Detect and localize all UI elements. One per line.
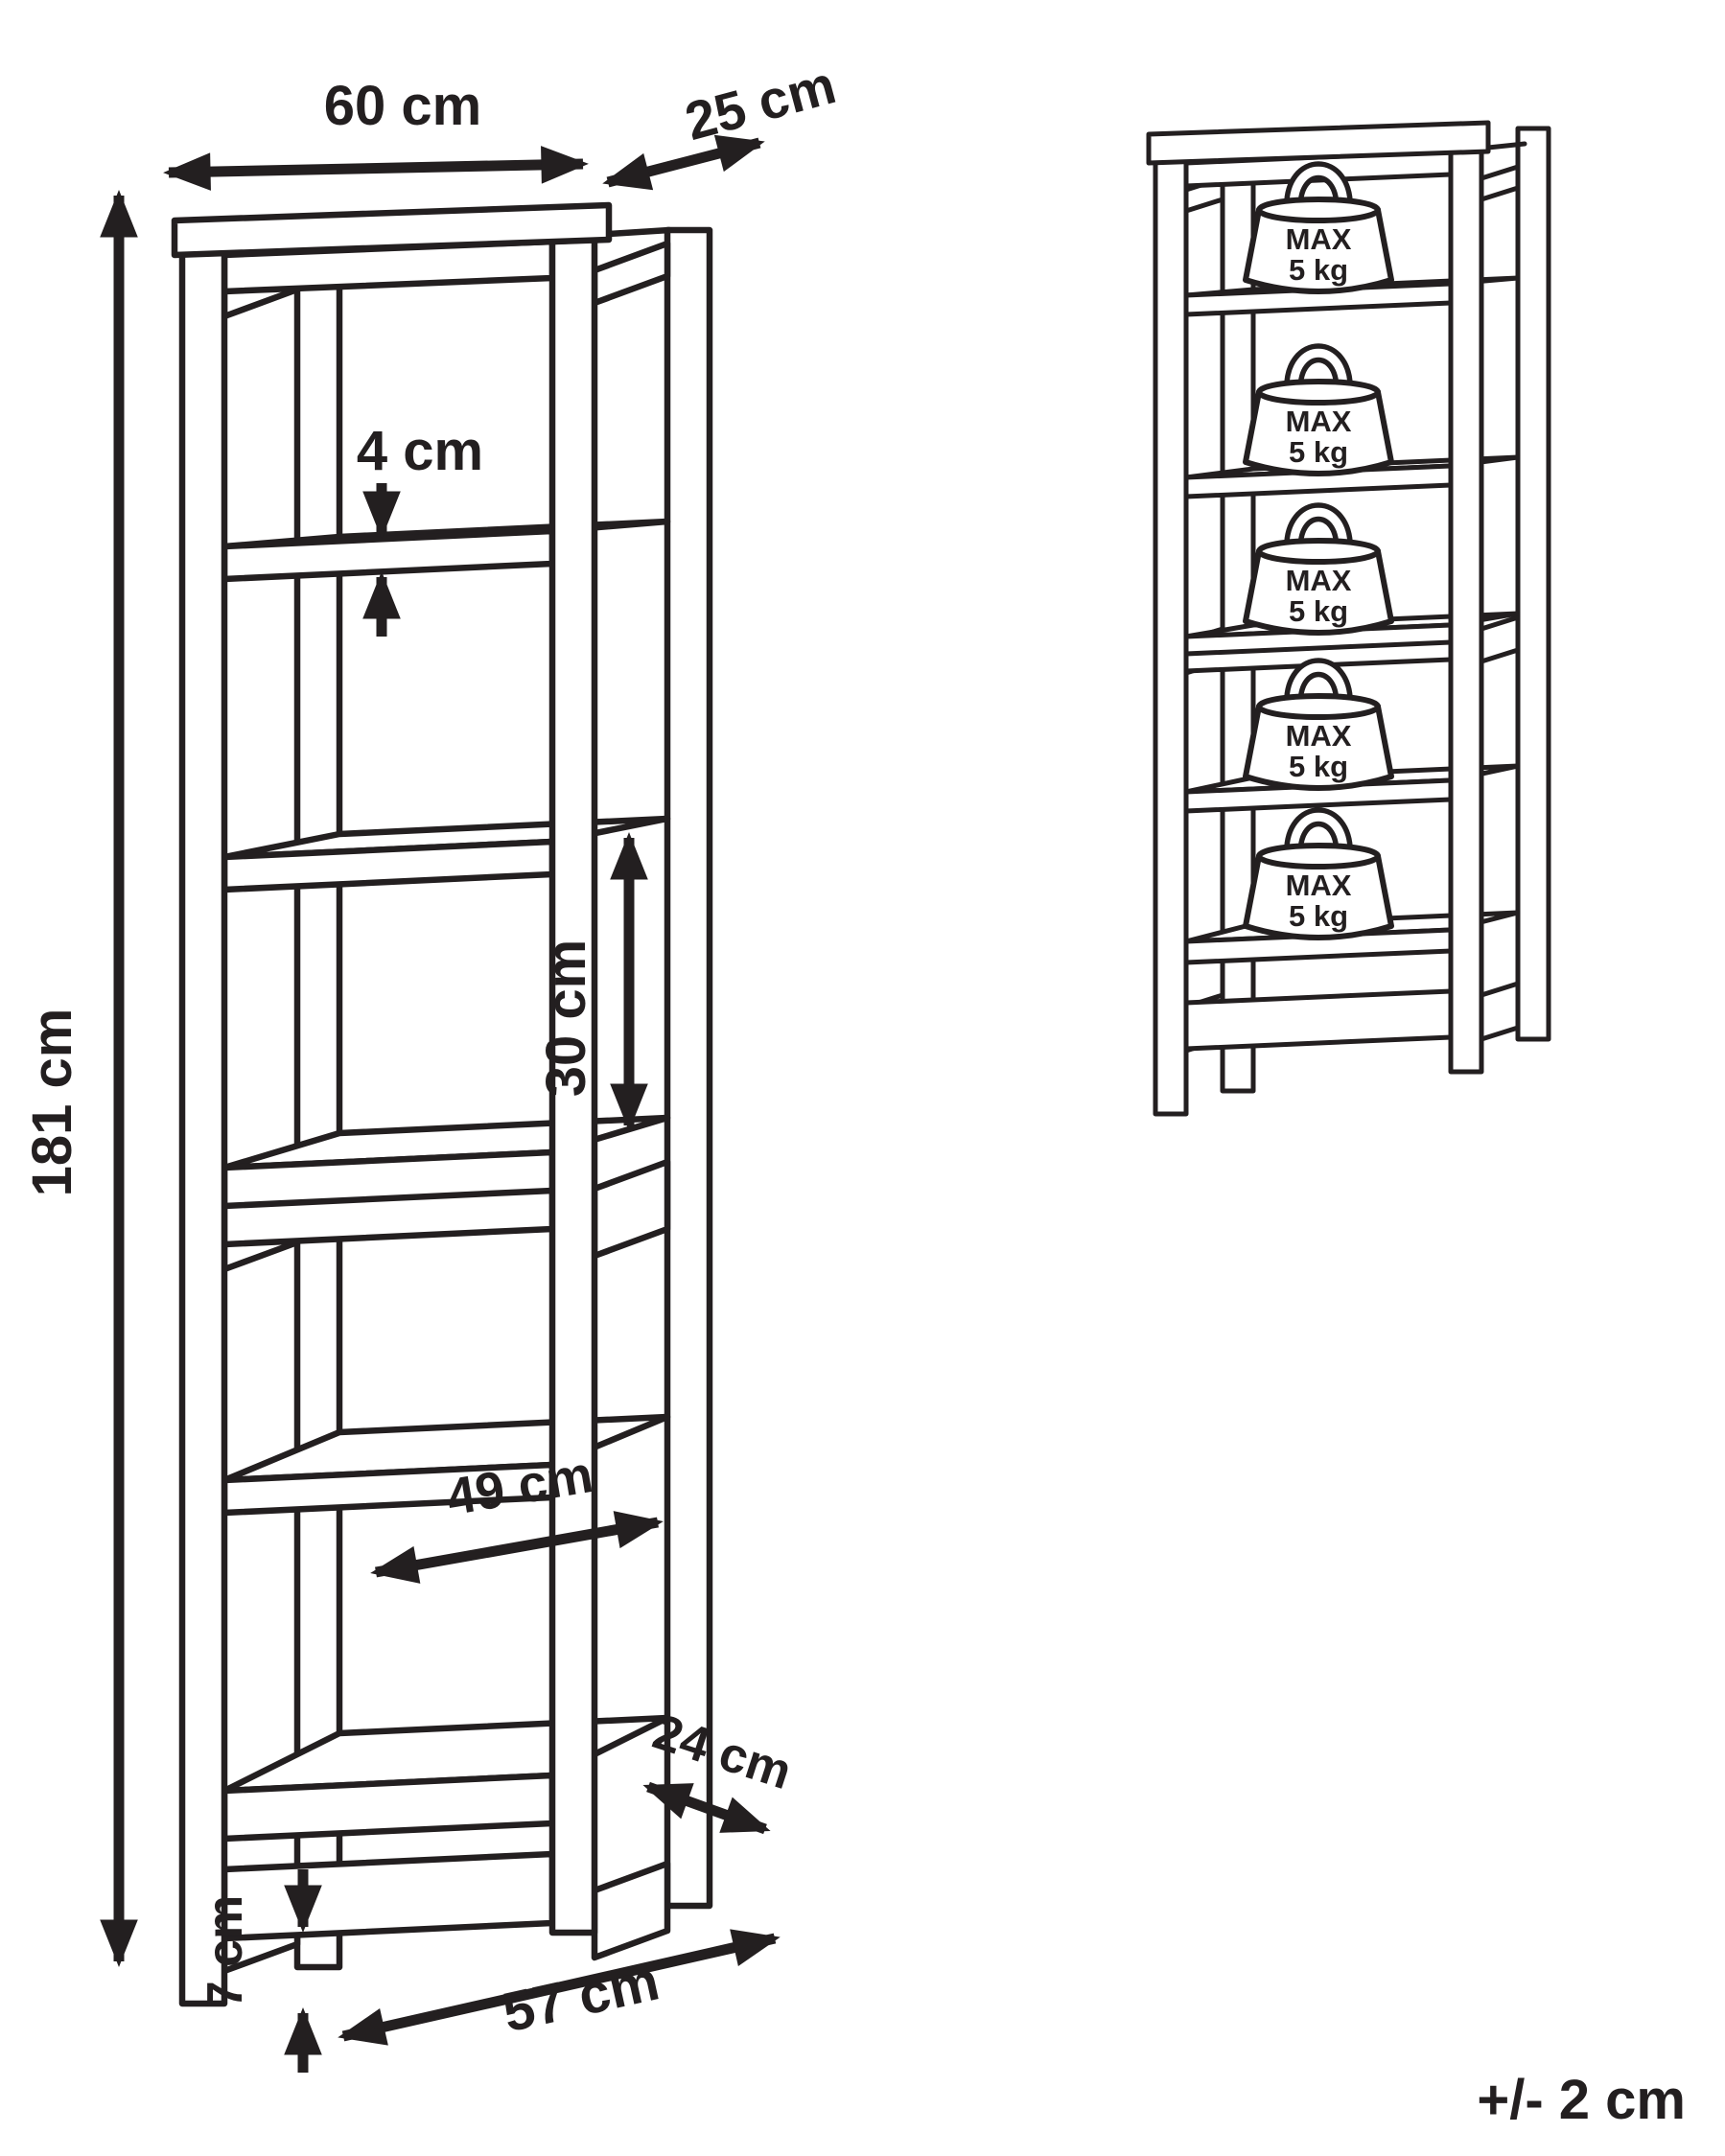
- top-board: [171, 201, 613, 259]
- dim-shelf-thickness: 4 cm: [357, 420, 483, 637]
- max-load-badge-3: [1246, 512, 1391, 633]
- front-left-post: [1153, 158, 1189, 1117]
- dim-top-width-label: 60 cm: [324, 75, 481, 137]
- dim-base-width: 57 cm: [338, 1929, 781, 2046]
- max-load-badge-4: [1246, 667, 1391, 788]
- bottom-front-rail: [221, 1850, 556, 1942]
- back-left-post: [293, 217, 343, 1971]
- dim-top-depth: 25 cm: [602, 54, 842, 191]
- load-capacity-drawing: [1146, 120, 1551, 1117]
- max-load-badge-5: [1246, 817, 1391, 938]
- back-right-post: [1515, 126, 1551, 1042]
- dim-top-depth-label: 25 cm: [679, 54, 842, 151]
- top-board-back-edge: [1485, 141, 1527, 151]
- right-side-rail-middle: [591, 1158, 671, 1260]
- tolerance-note: +/- 2 cm: [1477, 2069, 1686, 2131]
- dim-shelf-clearance-label: 30 cm: [535, 939, 597, 1097]
- dim-base-width-label: 57 cm: [497, 1949, 664, 2044]
- junction-seam: [221, 1187, 556, 1210]
- back-right-post: [664, 226, 713, 1910]
- right-side-rail-top: [1479, 164, 1521, 202]
- dim-shelf-clearance: 30 cm: [535, 832, 648, 1131]
- top-board: [1146, 120, 1491, 166]
- dim-foot-height: 7 cm: [198, 1869, 322, 2073]
- top-board-back-edge: [605, 226, 673, 238]
- max-load-badge-2: [1246, 353, 1391, 474]
- right-side-rail-middle: [1479, 614, 1521, 664]
- junction-seam: [1183, 639, 1454, 657]
- bottom-front-rail: [1183, 988, 1454, 1052]
- right-side-rail-top: [591, 240, 671, 307]
- dim-foot-height-label: 7 cm: [198, 1895, 253, 2009]
- dim-top-width: 60 cm: [163, 75, 589, 191]
- dim-height-label: 181 cm: [21, 1008, 83, 1197]
- dim-height: 181 cm: [21, 190, 138, 1967]
- dim-shelf-thickness-label: 4 cm: [357, 420, 483, 482]
- front-left-post: [178, 248, 228, 2007]
- shelf-1-front: [221, 527, 556, 583]
- right-side-rail-bottom: [591, 1860, 671, 1961]
- right-side-rail-bottom: [1479, 981, 1521, 1042]
- max-load-badge-1: [1246, 171, 1391, 291]
- front-right-post: [1448, 148, 1484, 1075]
